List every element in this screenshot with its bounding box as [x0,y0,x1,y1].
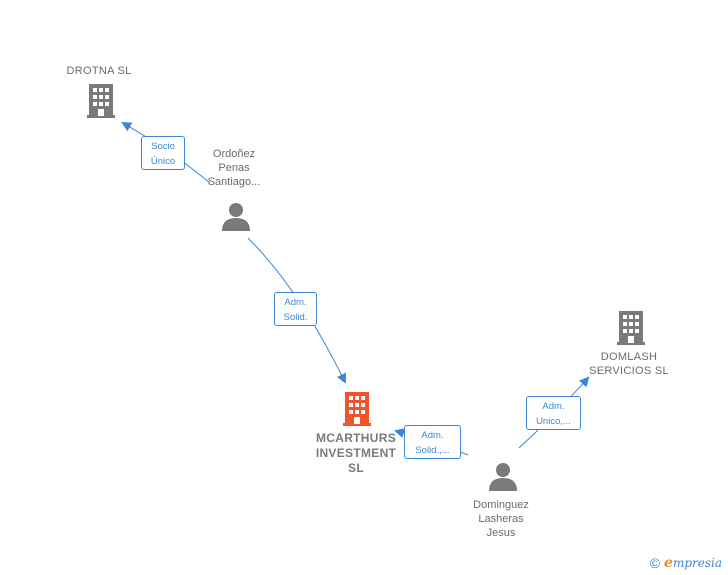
brand-logo-e: e [664,555,673,571]
node-label-dominguez[interactable]: Dominguez Lasheras Jesus [473,499,529,539]
node-label-mcarthurs[interactable]: MCARTHURS INVESTMENT SL [315,431,397,475]
copyright-icon: © [649,555,661,571]
node-label-domlash[interactable]: DOMLASH SERVICIOS SL [589,351,669,377]
node-label-ordonez[interactable]: Ordoñez Penas Santiago... [207,148,261,188]
building-icon[interactable] [343,392,371,426]
person-icon[interactable] [222,203,250,231]
brand-logo-text: mpresia [672,556,722,570]
building-icon[interactable] [617,311,645,345]
edge-label-adm-solid-2[interactable]: Adm. Solid.,... [404,425,461,459]
building-icon[interactable] [87,84,115,118]
edge-label-socio-unico[interactable]: Socio Único [141,136,185,170]
node-label-drotna[interactable]: DROTNA SL [66,65,132,77]
edge-label-adm-unico[interactable]: Adm. Unico,... [526,396,581,430]
edge-label-adm-solid-1[interactable]: Adm. Solid. [274,292,317,326]
brand-logo[interactable]: empresia [664,555,722,571]
brand-footer: © empresia [650,555,722,571]
person-icon[interactable] [489,463,517,491]
